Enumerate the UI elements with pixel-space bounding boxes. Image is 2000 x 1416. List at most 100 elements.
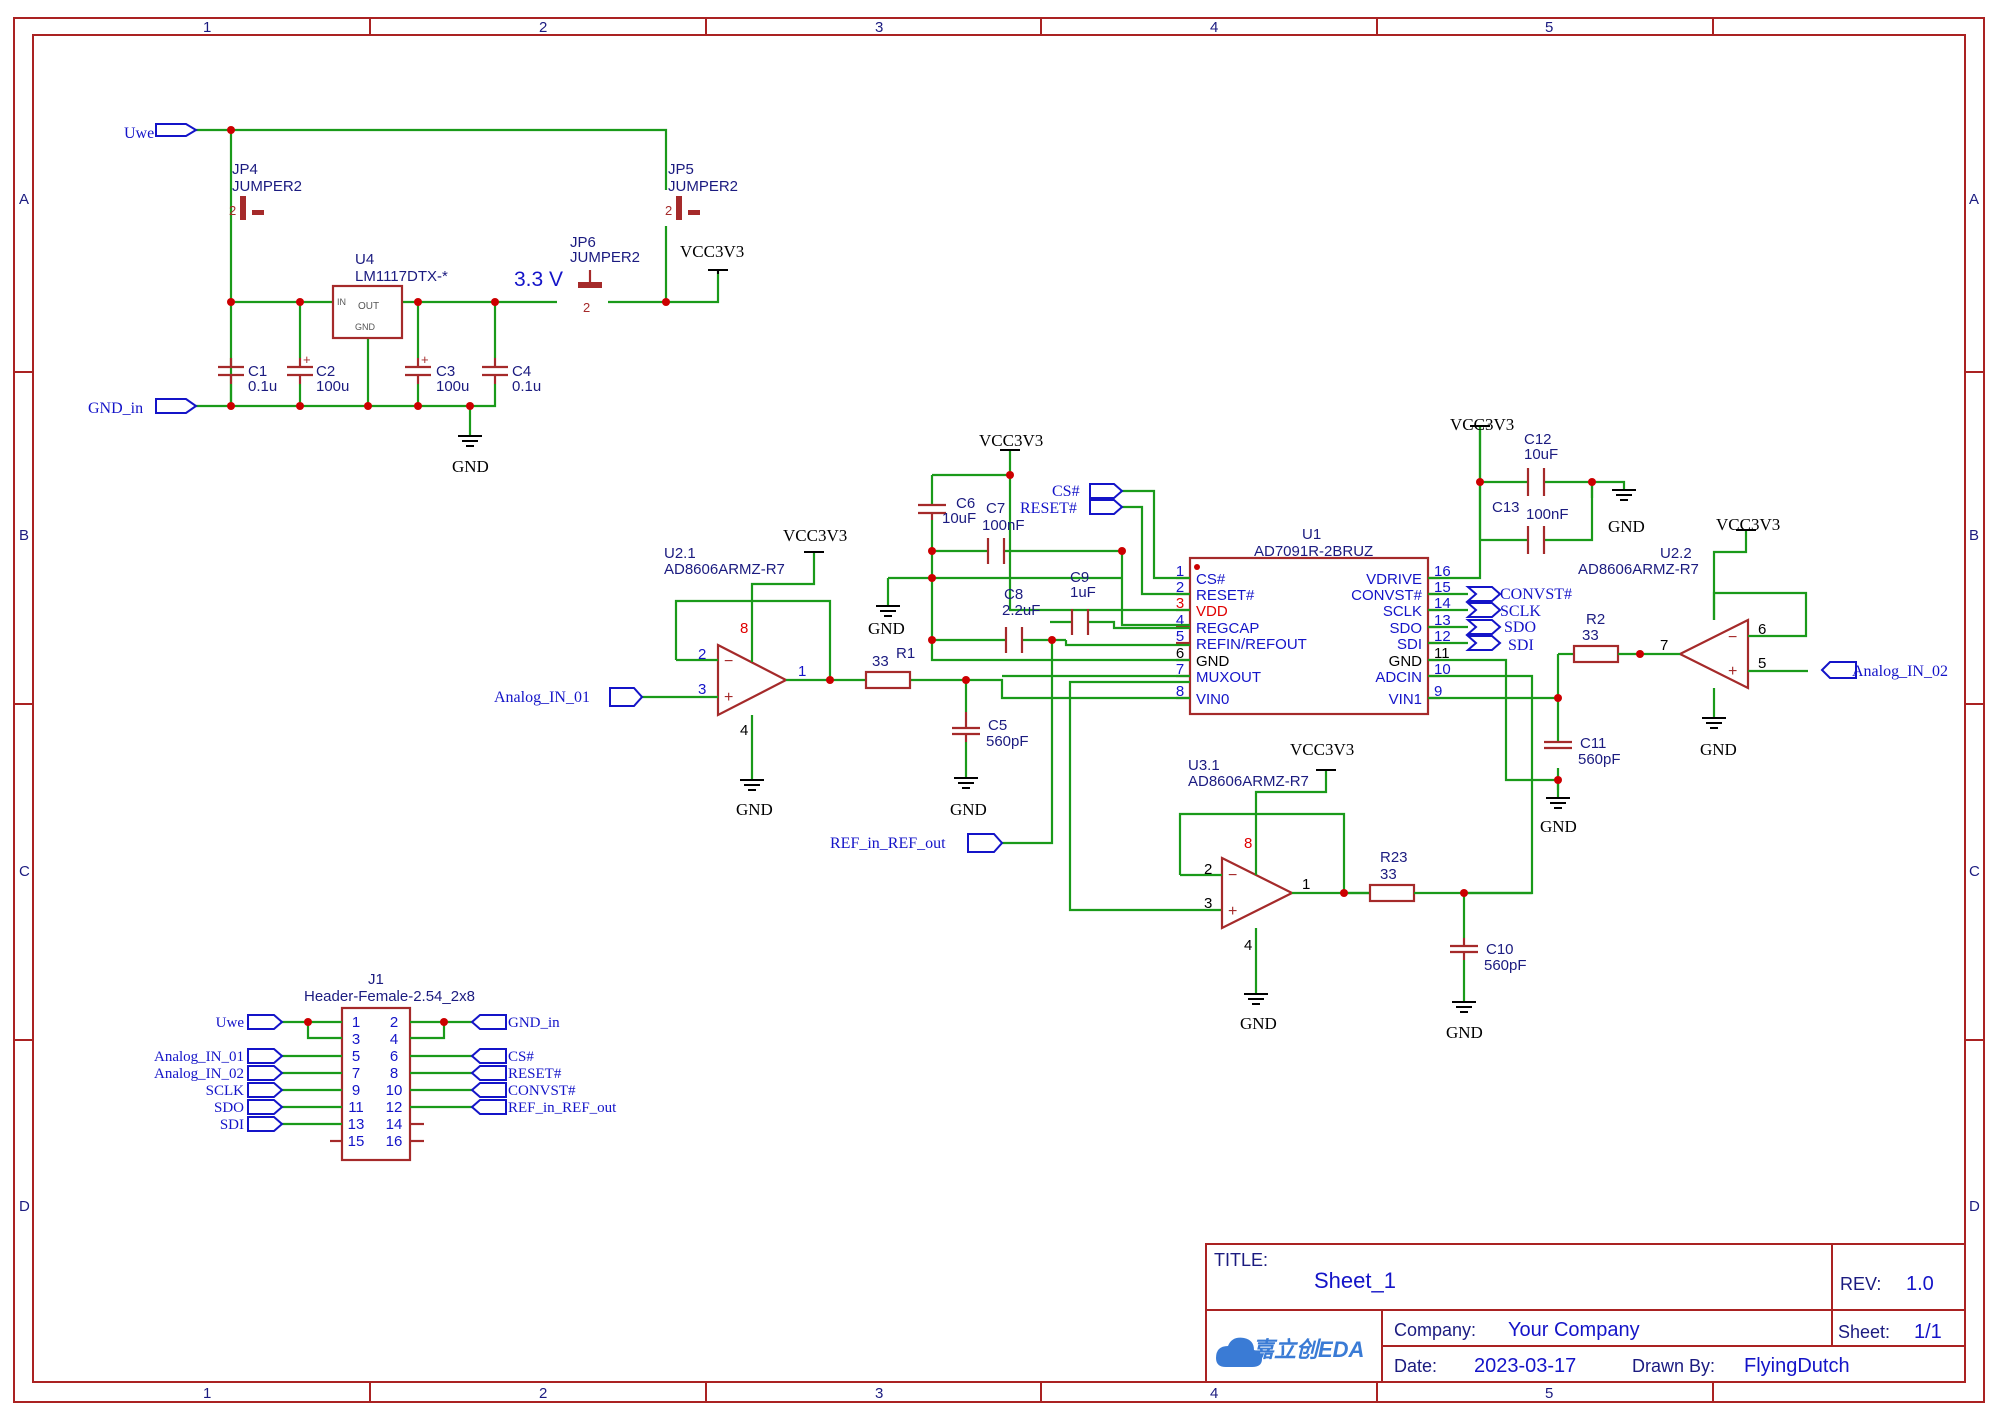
u1-pin-number: 11: [1434, 645, 1450, 662]
u1-pin-name: GND: [1389, 653, 1423, 670]
u1-pin-name: VIN0: [1196, 691, 1229, 708]
jp6-value: JUMPER2: [570, 249, 640, 266]
j1-pin-left: 7: [352, 1065, 360, 1082]
c10-value: 560pF: [1484, 957, 1527, 974]
row-label-right-b: B: [1969, 527, 1979, 544]
u1-pin-number: 2: [1176, 579, 1184, 596]
net-flag: [470, 1082, 507, 1098]
gnd-symbol-c12: GND: [1608, 489, 1645, 536]
vcc-label-u21: VCC3V3: [783, 526, 847, 545]
net-flag-label: CONVST#: [508, 1083, 576, 1099]
u4-value: LM1117DTX-*: [355, 268, 448, 285]
u22-value: AD8606ARMZ-R7: [1578, 561, 1699, 578]
capacitor-c8: C8 2.2uF: [1002, 586, 1040, 653]
u22-plus: +: [1728, 663, 1737, 680]
analog-in-02-label: Analog_IN_02: [1852, 663, 1948, 680]
u1-pin-name: SDO: [1389, 620, 1422, 637]
u1-pin-name: CONVST#: [1351, 587, 1423, 604]
u22-minus: −: [1728, 629, 1737, 646]
u1-value: AD7091R-2BRUZ: [1254, 543, 1373, 560]
eda-logo-text: 嘉立创EDA: [1251, 1337, 1364, 1362]
vcc-symbol-u1-vdd: VCC3V3: [979, 431, 1043, 451]
net-flag: [247, 1116, 284, 1132]
u1-pin-name: SDI: [1397, 636, 1422, 653]
u1-pin-name: MUXOUT: [1196, 669, 1261, 686]
c9-ref: C9: [1070, 569, 1089, 586]
net-flag: [470, 1048, 507, 1064]
col-label-bottom-3: 3: [875, 1385, 883, 1402]
sheet-value: 1/1: [1914, 1321, 1942, 1343]
u4-pin-out: OUT: [358, 301, 379, 312]
u21-pin-noninv: 3: [698, 681, 706, 698]
j1-pin-right: 8: [390, 1065, 398, 1082]
drawn-by-label: Drawn By:: [1632, 1356, 1715, 1376]
net-flag-label: SDO: [214, 1100, 244, 1116]
row-label-left-b: B: [19, 527, 29, 544]
gnd-label-c5: GND: [950, 800, 987, 819]
u21-value: AD8606ARMZ-R7: [664, 561, 785, 578]
jumper-jp5: 2 JP5 JUMPER2: [665, 161, 738, 220]
u21-ref: U2.1: [664, 545, 696, 562]
u21-minus: −: [724, 653, 733, 670]
net-flag-analog-in-01: Analog_IN_01: [494, 687, 644, 707]
u31-pin-inv: 2: [1204, 861, 1212, 878]
vcc-label-u1-vdrive: VCC3V3: [1450, 415, 1514, 434]
c13-ref: C13: [1492, 499, 1520, 516]
col-label-bottom-4: 4: [1210, 1385, 1218, 1402]
gnd-in-label: GND_in: [88, 400, 143, 417]
vcc-symbol-u31: VCC3V3: [1290, 740, 1354, 771]
j1-pin-left: 9: [352, 1082, 360, 1099]
power-supply-section: 2 JP4 JUMPER2 2 JP5 JUMPER2 2 JP6 JUMPER…: [88, 123, 744, 476]
c9-value: 1uF: [1070, 584, 1096, 601]
jp4-ref: JP4: [232, 161, 258, 178]
r23-ref: R23: [1380, 849, 1408, 866]
r1-value: 33: [872, 653, 889, 670]
net-flag-ref-u1: REF_in_REF_out: [830, 833, 1004, 853]
jp4-pin: 2: [229, 203, 236, 218]
j1-pin-left: 13: [348, 1116, 365, 1133]
title-block: TITLE: Sheet_1 REV: 1.0 Company: Your Co…: [1205, 1243, 1966, 1383]
net-flag: [247, 1082, 284, 1098]
j1-pin-right: 4: [390, 1031, 398, 1048]
c11-ref: C11: [1580, 735, 1606, 752]
net-flag: [470, 1065, 507, 1081]
net-flag-label: Analog_IN_02: [154, 1066, 244, 1082]
c7-ref: C7: [986, 500, 1005, 517]
capacitor-c2: + C2 100u: [287, 352, 349, 395]
jp6-ref: JP6: [570, 234, 596, 251]
gnd-label-u1-left: GND: [868, 619, 905, 638]
net-flag-label: SCLK: [206, 1083, 245, 1099]
net-flag-gnd-in: GND_in: [88, 398, 198, 417]
gnd-label-u31: GND: [1240, 1014, 1277, 1033]
u1-pin-number: 5: [1176, 628, 1184, 645]
net-flag: [470, 1014, 507, 1030]
u1-pin-name: REGCAP: [1196, 620, 1259, 637]
net-flag: [247, 1014, 284, 1030]
u31-plus: +: [1228, 903, 1237, 920]
c6-value: 10uF: [942, 510, 976, 527]
drawn-by-value: FlyingDutch: [1744, 1355, 1850, 1377]
jumper-jp4: 2 JP4 JUMPER2: [229, 161, 302, 220]
net-flag: [247, 1065, 284, 1081]
u4-pin-in: IN: [337, 297, 346, 307]
gnd-symbol-u21: GND: [736, 779, 773, 819]
net-flag-sclk-u1: SCLK: [1465, 602, 1541, 620]
net-flag-sdi-u1: SDI: [1465, 635, 1534, 654]
col-label-top-2: 2: [539, 19, 547, 36]
c8-ref: C8: [1004, 586, 1023, 603]
u1-pin-number: 9: [1434, 683, 1442, 700]
j1-pin-right: 10: [386, 1082, 403, 1099]
col-label-top-1: 1: [203, 19, 211, 36]
gnd-label-u21: GND: [736, 800, 773, 819]
net-flag-label: SDI: [220, 1117, 244, 1133]
row-label-right-a: A: [1969, 191, 1979, 208]
capacitor-c6: C6 10uF: [918, 495, 976, 527]
cloud-icon: [1216, 1337, 1262, 1367]
j1-pin-left: 1: [352, 1014, 360, 1031]
u31-pin-noninv: 3: [1204, 895, 1212, 912]
jp5-ref: JP5: [668, 161, 694, 178]
